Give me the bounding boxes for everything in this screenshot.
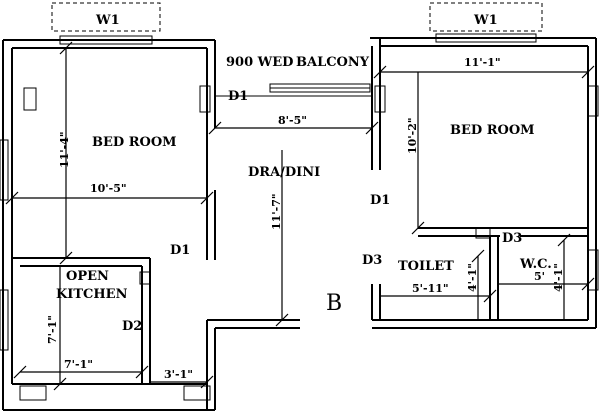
- toilet-label: TOILET: [398, 259, 454, 274]
- door-d1-balcony: D1: [228, 89, 248, 104]
- bedroom-right-label: BED ROOM: [450, 123, 535, 138]
- door-d1-dining: D1: [370, 193, 390, 208]
- dim-toilet-height: 4'-1": [466, 263, 479, 292]
- dim-right-bed-height: 10'-2": [406, 117, 419, 154]
- dim-wc-width: 5': [534, 270, 545, 283]
- door-d3-wc: D3: [502, 231, 522, 246]
- dim-dining-height: 11'-7": [270, 193, 283, 230]
- outer-walls: [2, 37, 597, 411]
- balcony-width-label: 900 WED: [226, 55, 293, 70]
- dim-kitchen-extra: 3'-1": [164, 368, 193, 381]
- open-label: OPEN: [66, 269, 109, 284]
- window-left-wall: [0, 139, 9, 351]
- window-w1-right: [429, 2, 543, 43]
- dra-dini-label: DRA/DINI: [248, 165, 320, 180]
- balcony-label: BALCONY: [296, 55, 370, 70]
- window-label-w1-left: W1: [95, 13, 120, 28]
- interior-walls: [12, 38, 588, 384]
- dim-wc-height: 4'-1": [552, 263, 565, 292]
- dim-left-bed-width: 10'-5": [90, 182, 127, 195]
- window-w1-left: [51, 2, 161, 45]
- dim-balcony-width: 8'-5": [278, 114, 307, 127]
- dim-toilet-width: 5'-11": [412, 282, 449, 295]
- door-frames: [19, 85, 491, 401]
- dim-kitchen-width: 7'-1": [64, 358, 93, 371]
- door-d1-left-bed: D1: [170, 243, 190, 258]
- window-balcony: [269, 83, 371, 93]
- bedroom-left-label: BED ROOM: [92, 135, 177, 150]
- window-right-wall: [587, 85, 599, 291]
- dim-kitchen-height: 7'-1": [46, 315, 59, 344]
- dim-left-bed-height: 11'-4": [58, 131, 71, 168]
- dim-right-bed-width: 11'-1": [464, 56, 501, 69]
- door-d2-kitchen: D2: [122, 319, 142, 334]
- door-d3-toilet: D3: [362, 253, 382, 268]
- wc-label: W.C.: [519, 257, 552, 272]
- dimension-lines: [5, 41, 595, 391]
- window-label-w1-right: W1: [473, 13, 498, 28]
- block-letter: B: [326, 291, 342, 316]
- kitchen-label: KITCHEN: [56, 287, 128, 302]
